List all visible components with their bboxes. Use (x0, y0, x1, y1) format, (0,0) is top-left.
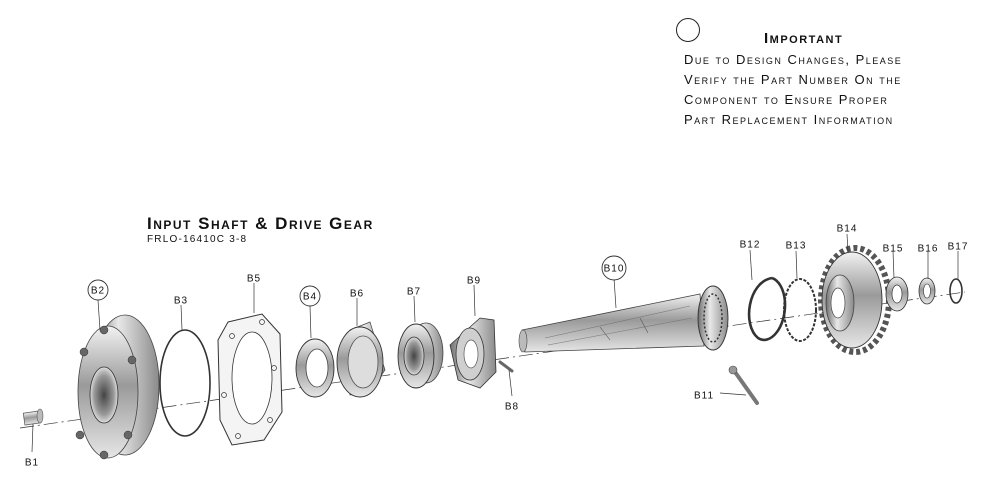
callout-circle-input-shaft (601, 255, 627, 281)
part-spacer-ring[interactable] (783, 278, 817, 342)
callout-label-seal: B4 (303, 292, 317, 303)
callout-seal: B4 (299, 285, 321, 307)
callout-breather-plug: B1 (25, 458, 39, 469)
part-screw[interactable] (728, 365, 759, 405)
callout-label-washer: B16 (918, 244, 939, 255)
part-bearing-cone[interactable] (397, 322, 444, 389)
callout-input-shaft: B10 (601, 255, 627, 281)
part-pin[interactable] (498, 360, 514, 373)
callout-o-ring: B3 (174, 296, 188, 307)
callout-screw: B11 (694, 391, 714, 402)
part-bearing-cup[interactable] (336, 321, 386, 398)
notice-line-4: Part Replacement Information (684, 112, 894, 127)
part-gasket[interactable] (217, 313, 283, 446)
notice-circle-icon (676, 18, 700, 42)
part-snap-ring[interactable] (747, 276, 787, 342)
callout-label-gasket: B5 (247, 274, 261, 285)
diagram-subtitle: FRLO-16410C 3-8 (147, 234, 248, 245)
part-drive-gear[interactable] (818, 245, 892, 355)
callout-pin: B8 (505, 402, 519, 413)
axis-line (19, 291, 966, 429)
part-bearing-cover[interactable] (75, 314, 160, 460)
callout-circle-seal (299, 285, 321, 307)
part-o-ring[interactable] (159, 329, 211, 437)
diagram-title: Input Shaft & Drive Gear (147, 214, 374, 233)
notice-heading: Important (764, 30, 844, 47)
part-seal[interactable] (295, 338, 335, 398)
notice-line-3: Component to Ensure Proper (684, 92, 889, 107)
callout-snap-ring: B12 (740, 240, 761, 251)
callout-bearing-cone: B7 (407, 287, 421, 298)
part-input-shaft[interactable] (518, 285, 729, 353)
callout-label-drive-gear: B14 (837, 224, 858, 235)
callout-label-bearing-cone: B7 (407, 287, 421, 298)
callout-label-o-ring: B3 (174, 296, 188, 307)
callout-label-breather-plug: B1 (25, 458, 39, 469)
callout-label-pin: B8 (505, 402, 519, 413)
callout-retainer: B9 (467, 276, 481, 287)
part-breather-plug[interactable] (22, 408, 44, 426)
callout-bearing-cup: B6 (350, 289, 364, 300)
callout-label-bearing-cup: B6 (350, 289, 364, 300)
notice-line-1: Due to Design Changes, Please (684, 52, 903, 67)
callout-bearing-cover: B2 (87, 279, 109, 301)
part-retainer[interactable] (449, 317, 497, 389)
callout-label-screw: B11 (694, 391, 714, 402)
part-bearing[interactable] (885, 276, 909, 312)
part-retaining-ring[interactable] (949, 278, 963, 304)
callout-washer: B16 (918, 244, 939, 255)
callout-bearing: B15 (883, 244, 904, 255)
callout-label-input-shaft: B10 (604, 264, 625, 275)
callout-retaining-ring: B17 (948, 242, 969, 253)
callout-spacer-ring: B13 (786, 241, 807, 252)
callout-label-spacer-ring: B13 (786, 241, 807, 252)
callout-label-retaining-ring: B17 (948, 242, 969, 253)
notice-line-2: Verify the Part Number On the (684, 72, 902, 87)
callout-label-snap-ring: B12 (740, 240, 761, 251)
callout-circle-bearing-cover (87, 279, 109, 301)
part-washer[interactable] (918, 277, 936, 305)
callout-gasket: B5 (247, 274, 261, 285)
callout-label-bearing-cover: B2 (91, 286, 105, 297)
callout-leaders (31, 233, 959, 453)
callout-drive-gear: B14 (837, 224, 858, 235)
callout-label-retainer: B9 (467, 276, 481, 287)
callout-label-bearing: B15 (883, 244, 904, 255)
